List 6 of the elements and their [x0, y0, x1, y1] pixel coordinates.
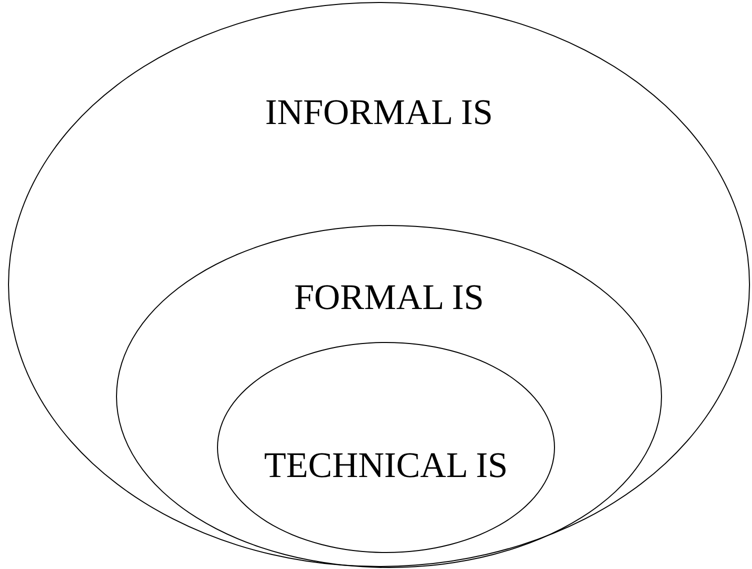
ellipse [217, 342, 555, 553]
ellipse-label: INFORMAL IS [265, 91, 493, 133]
ellipse-label: TECHNICAL IS [264, 444, 508, 486]
ellipse [116, 225, 662, 568]
ellipse-label: FORMAL IS [294, 276, 484, 318]
ellipse [8, 2, 750, 567]
